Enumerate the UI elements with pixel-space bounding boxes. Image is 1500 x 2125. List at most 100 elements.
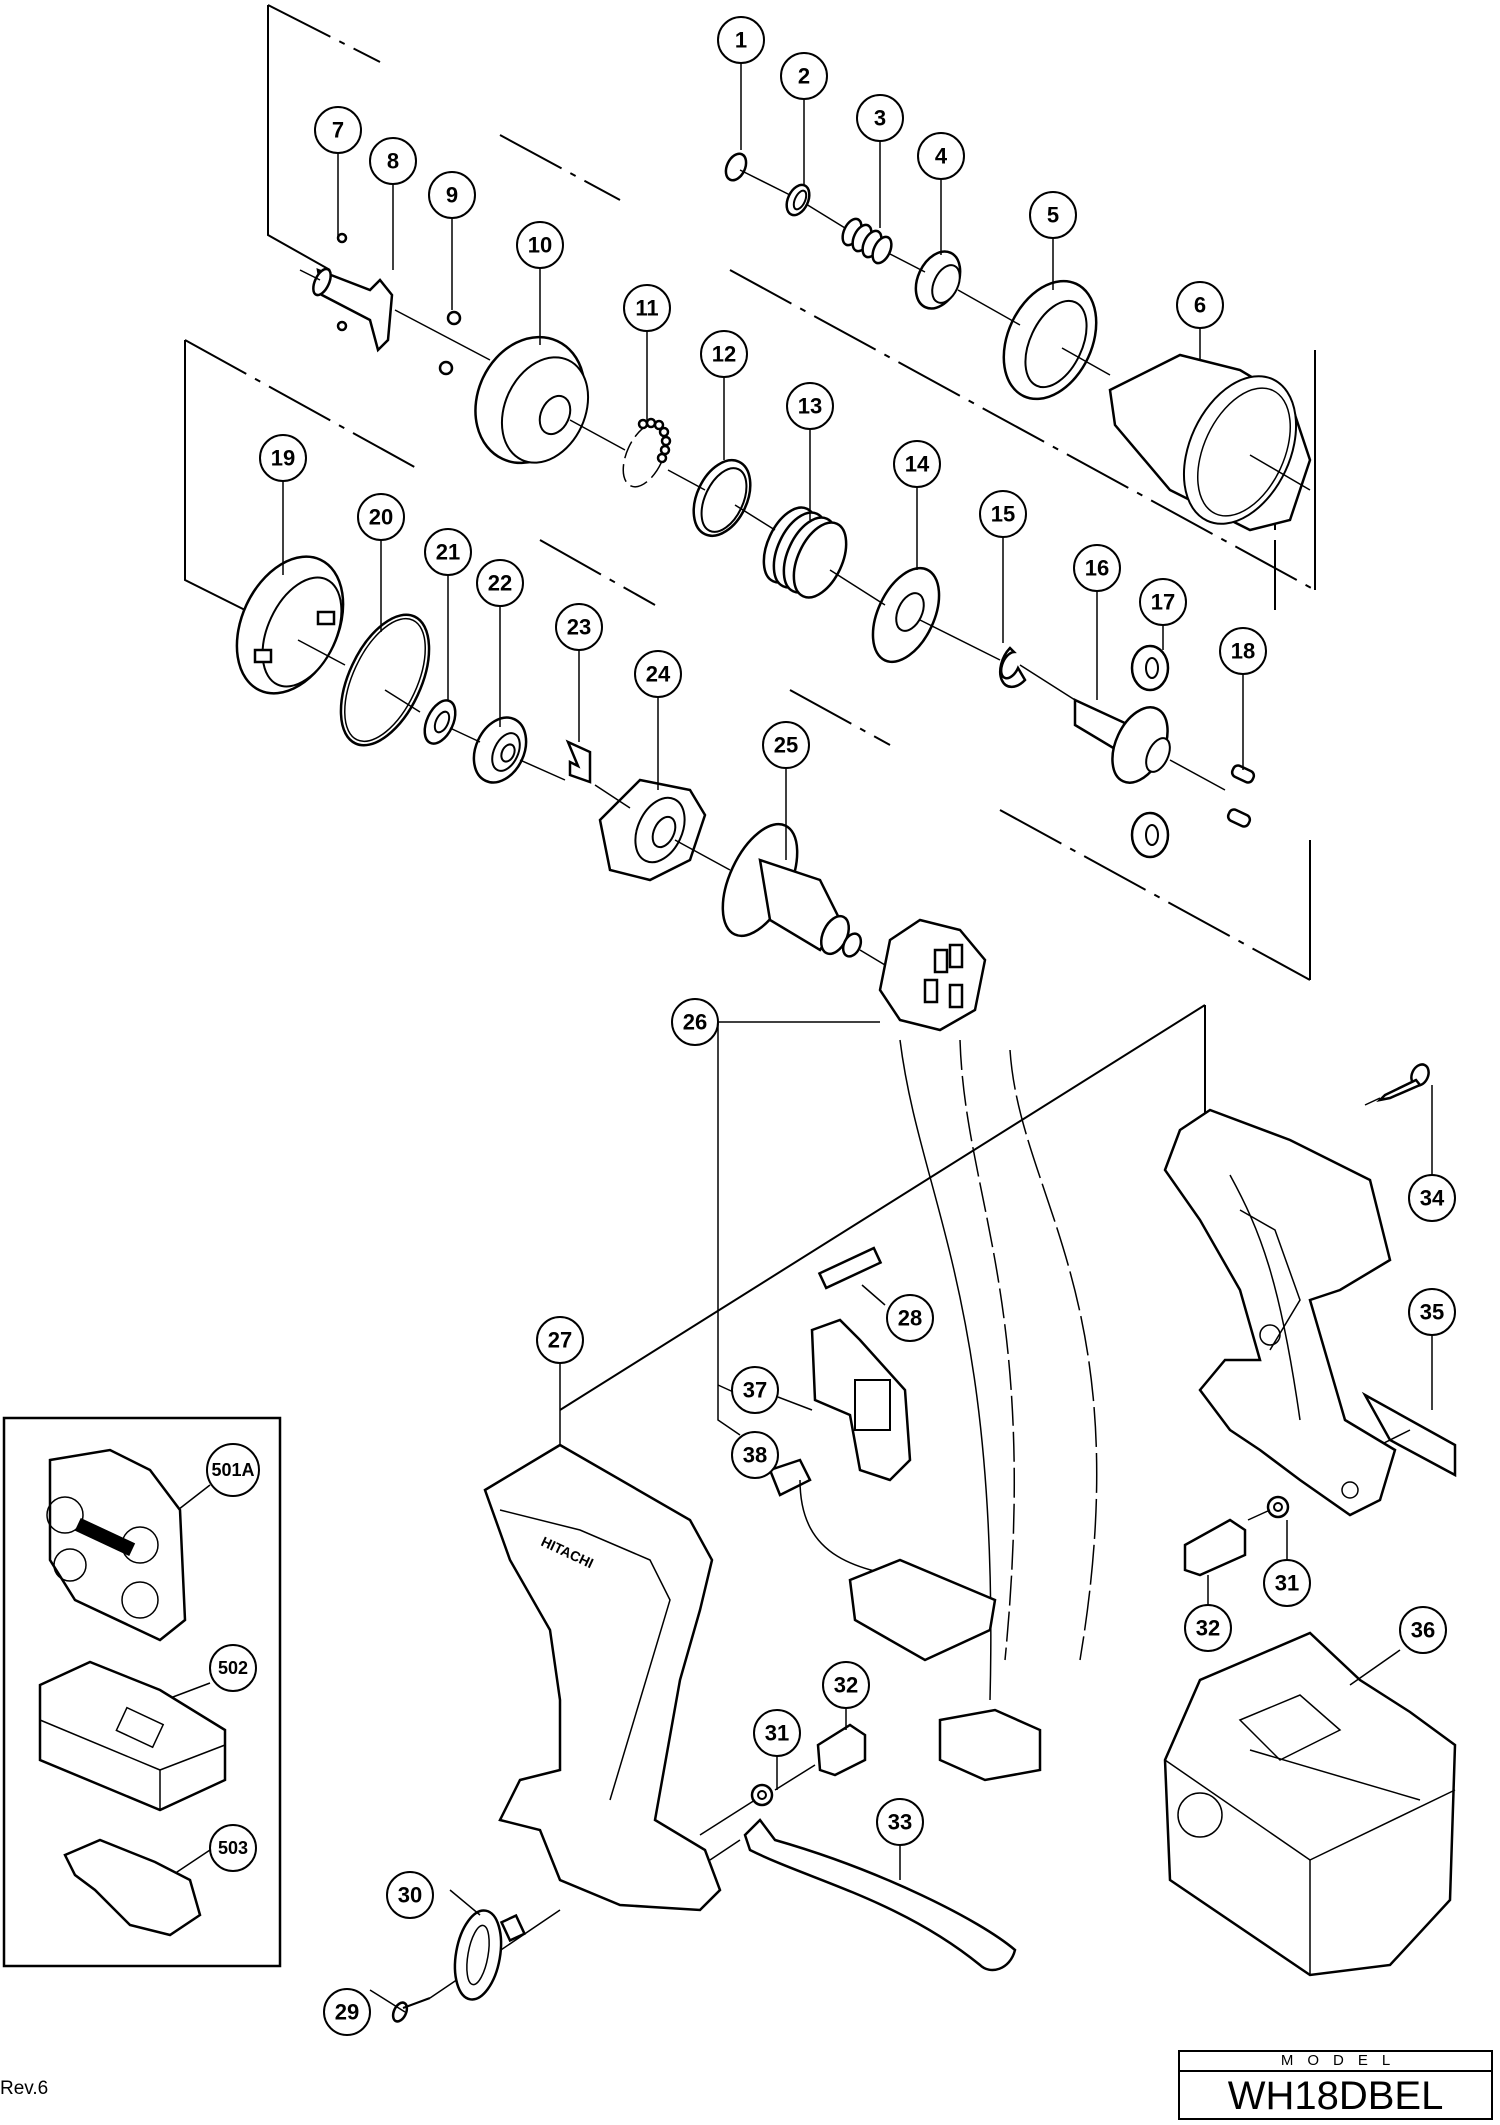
part-14-washer <box>871 566 941 664</box>
callout-part-24: 24 <box>634 650 682 698</box>
part-8-anvil <box>312 267 394 353</box>
part-11-steel-balls <box>622 417 672 488</box>
row2-axis <box>299 269 1076 701</box>
callout-part-23: 23 <box>555 603 603 651</box>
callout-part-4: 4 <box>917 132 965 180</box>
callout-number: 21 <box>436 540 460 565</box>
callout-number: 14 <box>905 452 930 477</box>
callout-number: 31 <box>765 1721 789 1746</box>
callout-circle <box>1408 1288 1456 1336</box>
part-12-washer <box>692 458 752 538</box>
callout-part-11: 11 <box>623 284 671 332</box>
callout-number: 8 <box>387 149 399 174</box>
part-2-washer <box>785 183 811 217</box>
callout-part-25: 25 <box>762 721 810 769</box>
model-label: MODEL <box>1180 2052 1491 2072</box>
callout-number: 28 <box>898 1306 922 1331</box>
callout-number: 11 <box>635 296 658 321</box>
callout-circle <box>1219 627 1267 675</box>
callout-number: 32 <box>834 1673 858 1698</box>
part-34-tapping-screw <box>1364 1063 1430 1106</box>
callout-circle <box>314 106 362 154</box>
callout-part-30: 30 <box>386 1871 434 1919</box>
callout-number: 38 <box>743 1443 767 1468</box>
callout-circle <box>386 1871 434 1919</box>
part-26-stator <box>878 918 1098 1701</box>
callout-circle <box>700 330 748 378</box>
part-6-front-cover <box>1108 353 1312 532</box>
callout-part-10: 10 <box>516 221 564 269</box>
part-31-nut <box>699 1495 1290 1836</box>
part-18-needle-roller <box>1169 759 1256 828</box>
callout-part-15: 15 <box>979 490 1027 538</box>
callout-circle <box>634 650 682 698</box>
callout-part-17: 17 <box>1139 578 1187 626</box>
callout-number: 10 <box>528 233 552 258</box>
callout-circle <box>323 1988 371 2036</box>
callout-number: 2 <box>798 64 810 89</box>
callout-circle <box>1139 578 1187 626</box>
callout-number: 29 <box>335 2000 359 2025</box>
callout-number: 31 <box>1275 1571 1299 1596</box>
part-21-washer <box>423 699 457 745</box>
accessories-box <box>2 1416 282 1968</box>
callout-part-29: 29 <box>323 1988 371 2036</box>
callout-number: 1 <box>735 28 747 53</box>
callout-part-6: 6 <box>1176 281 1224 329</box>
callout-circle <box>623 284 671 332</box>
callout-circle <box>731 1366 779 1414</box>
callout-circle <box>476 559 524 607</box>
callout-number: 501A <box>211 1460 254 1480</box>
callout-part-7: 7 <box>314 106 362 154</box>
callout-number: 22 <box>488 571 512 596</box>
callout-number: 33 <box>888 1810 912 1835</box>
callout-number: 32 <box>1196 1616 1220 1641</box>
part-9-steel-ball <box>438 310 462 376</box>
accessory-501a-carrying-case <box>46 1448 187 1642</box>
callout-part-9: 9 <box>428 171 476 219</box>
callout-number: 3 <box>874 106 886 131</box>
callout-number: 18 <box>1231 639 1255 664</box>
callout-circle <box>369 137 417 185</box>
callout-circle <box>1184 1604 1232 1652</box>
callout-number: 502 <box>218 1658 248 1678</box>
callout-circle <box>671 998 719 1046</box>
callout-circle <box>209 1824 257 1872</box>
part-callouts: 1234567891011121314151617181920212223242… <box>206 16 1456 2036</box>
callout-part-37: 37 <box>731 1366 779 1414</box>
callout-circle <box>876 1798 924 1846</box>
callout-part-5: 5 <box>1029 191 1077 239</box>
callout-number: 16 <box>1085 556 1109 581</box>
part-28-rubber-strip <box>817 1246 883 1290</box>
callout-part-35: 35 <box>1408 1288 1456 1336</box>
accessory-503-battery-cover <box>63 1838 202 1937</box>
part-17-idle-gear <box>1130 644 1170 859</box>
callout-part-18: 18 <box>1219 627 1267 675</box>
callout-number: 503 <box>218 1838 248 1858</box>
callout-number: 30 <box>398 1883 422 1908</box>
callout-circle <box>1029 191 1077 239</box>
callout-circle <box>780 52 828 100</box>
model-title-block: MODEL WH18DBEL <box>1178 2050 1493 2120</box>
callout-number: 13 <box>798 394 822 419</box>
callout-number: 37 <box>743 1378 767 1403</box>
part-37-switch <box>810 1318 912 1482</box>
callout-number: 27 <box>548 1328 572 1353</box>
callout-number: 24 <box>646 662 671 687</box>
part-25-rotor <box>721 822 863 958</box>
part-32-magnet <box>774 1509 1271 1791</box>
callout-number: 17 <box>1151 590 1175 615</box>
callout-part-31a: 31 <box>753 1709 801 1757</box>
callout-part-12: 12 <box>700 330 748 378</box>
callout-number: 5 <box>1047 203 1059 228</box>
callout-part-503: 503 <box>209 1824 257 1872</box>
callout-part-34: 34 <box>1408 1174 1456 1222</box>
callout-number: 35 <box>1420 1300 1444 1325</box>
callout-number: 34 <box>1420 1186 1445 1211</box>
callout-part-38: 38 <box>731 1431 779 1479</box>
callout-part-16: 16 <box>1073 544 1121 592</box>
callout-circle <box>209 1644 257 1692</box>
callout-part-19: 19 <box>259 434 307 482</box>
callout-part-28: 28 <box>886 1294 934 1342</box>
